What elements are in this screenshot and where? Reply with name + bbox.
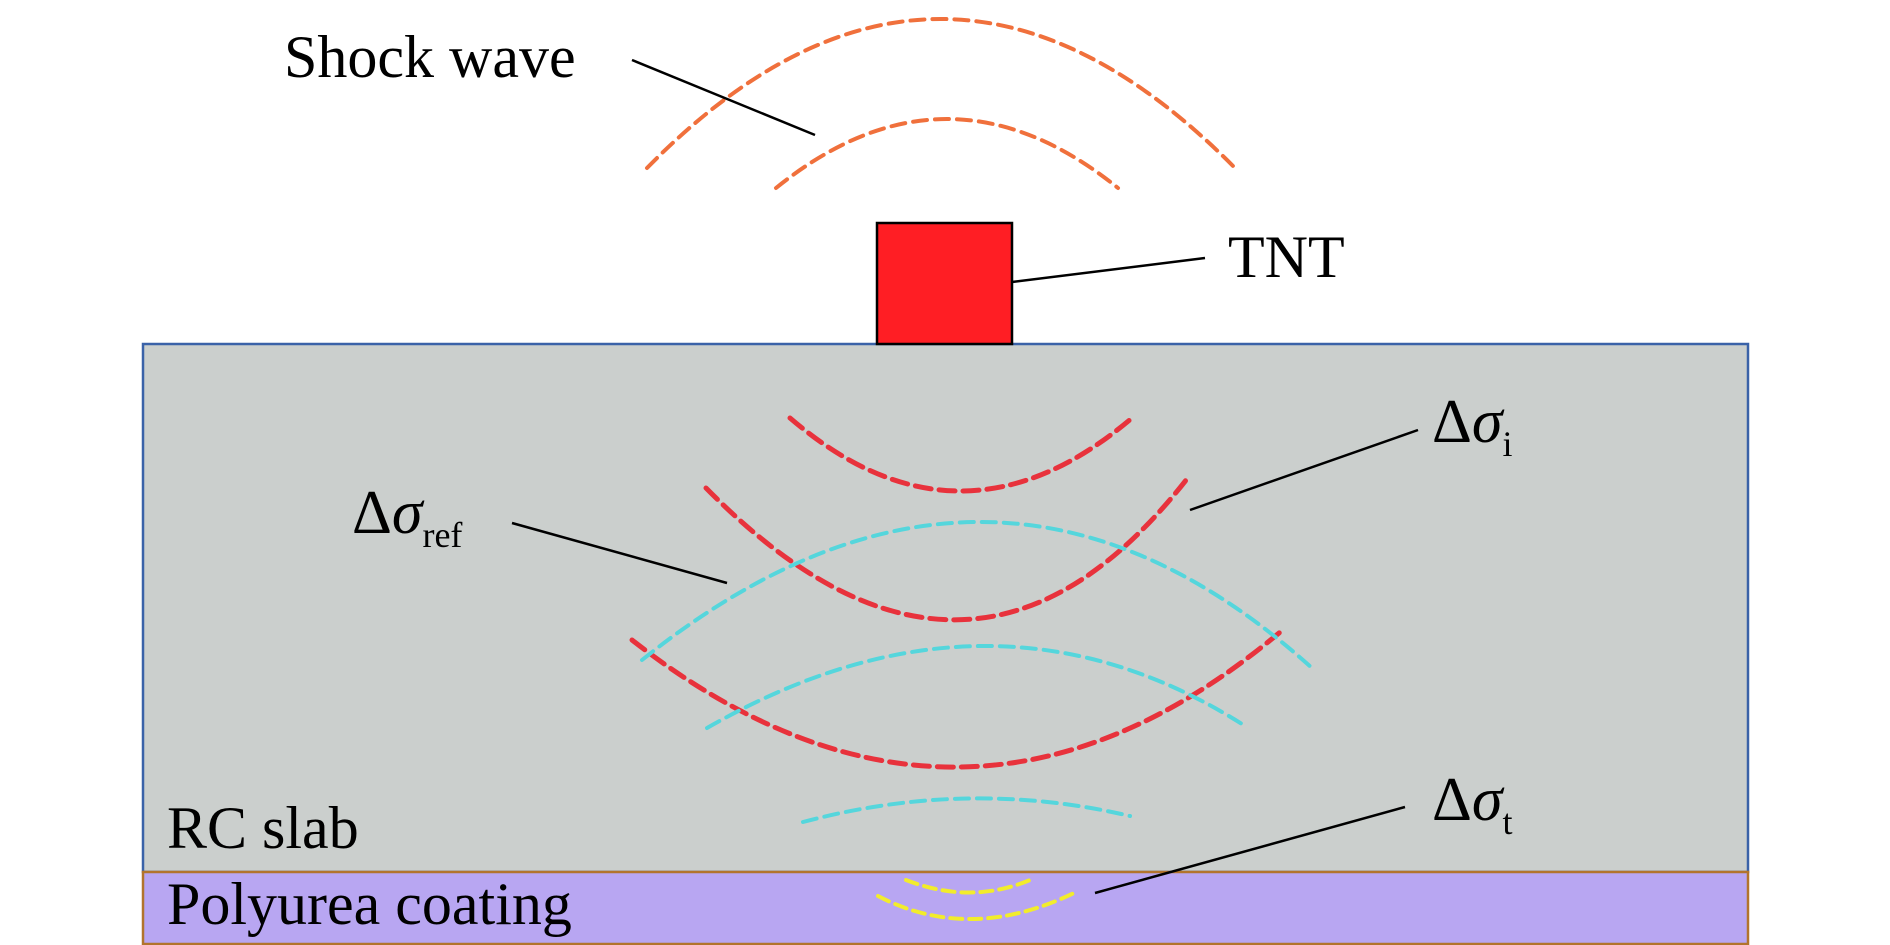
- tnt-leader: [1011, 256, 1206, 284]
- rc-slab-label: RC slab: [167, 795, 359, 861]
- reflected-delta: Δ: [352, 479, 392, 547]
- transmitted-leader: [1094, 805, 1406, 895]
- polyurea-coating-layer: [141, 870, 1750, 945]
- transmitted-subscript: t: [1502, 802, 1512, 842]
- shock-wave-leader: [631, 58, 816, 137]
- reflected-wave-arc-3: [801, 796, 1132, 824]
- reflected-leader: [511, 521, 728, 585]
- incident-wave-arc-2: [703, 472, 1193, 623]
- leader-lines: [511, 58, 1419, 895]
- incident-subscript: i: [1502, 424, 1512, 464]
- transmitted-wave-arc-1: [904, 878, 1032, 895]
- shock-wave-label: Shock wave: [284, 24, 576, 90]
- reflected-wave-arc-2: [705, 644, 1244, 730]
- tnt-charge: [875, 221, 1014, 346]
- transmitted-sigma: σ: [1472, 766, 1505, 834]
- rc-slab: [141, 342, 1750, 874]
- transmitted-waves: [876, 878, 1078, 922]
- polyurea-coating-label: Polyurea coating: [167, 871, 572, 937]
- shock-waves: [645, 17, 1237, 190]
- incident-delta: Δ: [1432, 388, 1472, 456]
- reflected-stress-label: Δσref: [352, 479, 462, 555]
- incident-stress-label: Δσi: [1432, 388, 1512, 464]
- reflected-waves: [640, 520, 1314, 824]
- reflected-wave-arc-1: [640, 520, 1314, 670]
- reflected-sigma: σ: [392, 479, 425, 547]
- incident-sigma: σ: [1472, 388, 1505, 456]
- transmitted-stress-label: Δσt: [1432, 766, 1512, 842]
- transmitted-wave-arc-2: [876, 890, 1078, 922]
- incident-leader: [1189, 428, 1419, 512]
- tnt-label: TNT: [1228, 224, 1345, 290]
- incident-wave-arc-1: [787, 415, 1135, 494]
- shock-wave-inner-arc: [774, 117, 1120, 190]
- shock-wave-outer-arc: [645, 17, 1237, 170]
- reflected-subscript: ref: [422, 515, 462, 555]
- transmitted-delta: Δ: [1432, 766, 1472, 834]
